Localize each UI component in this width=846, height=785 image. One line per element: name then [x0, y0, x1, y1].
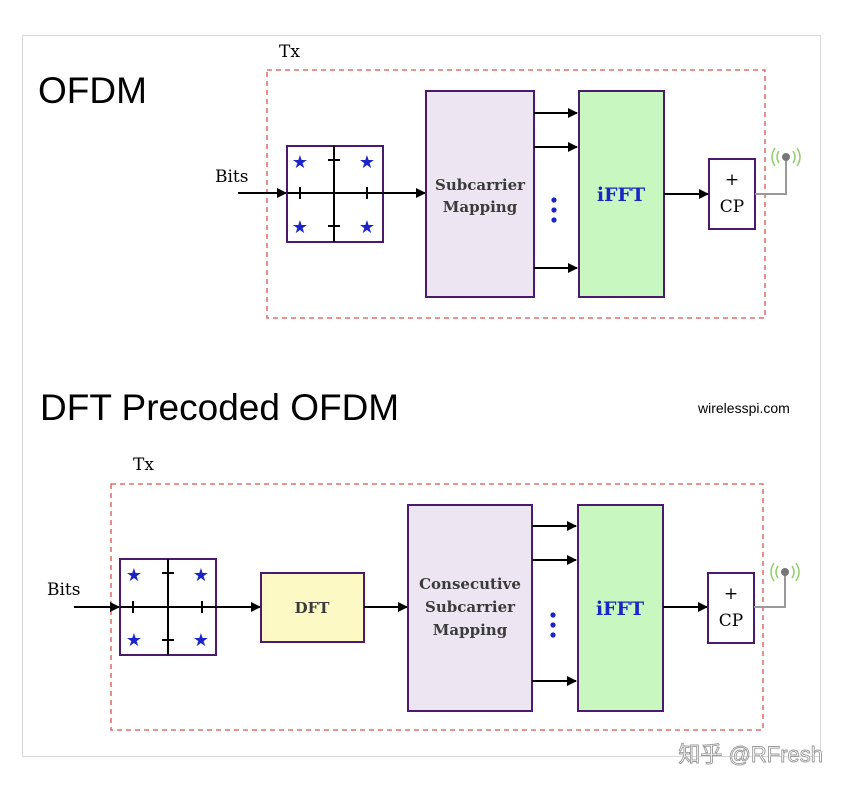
dft-ofdm-vertical-ellipsis — [550, 612, 556, 638]
watermark: 知乎 @RFresh — [678, 742, 823, 767]
dft-ofdm-mapper-label-line2: Subcarrier — [425, 598, 516, 616]
dft-ofdm-cp-plus: + — [724, 584, 738, 604]
dft-block — [260, 572, 365, 643]
source-credit: wirelesspi.com — [697, 400, 790, 416]
ofdm-cp-plus: + — [725, 170, 739, 190]
antenna-icon — [754, 562, 800, 608]
star-icon: ★ — [193, 630, 209, 650]
star-icon: ★ — [359, 217, 375, 237]
star-icon: ★ — [292, 152, 308, 172]
dft-ofdm-heading: DFT Precoded OFDM — [40, 387, 399, 428]
dft-ofdm-mapper-label-line3: Mapping — [433, 621, 508, 639]
ofdm-qpsk-constellation: ★ ★ ★ ★ — [286, 145, 384, 243]
star-icon: ★ — [126, 565, 142, 585]
dft-ofdm-ifft-block — [577, 504, 664, 712]
dft-ofdm-mapper-label-line1: Consecutive — [419, 575, 521, 593]
antenna-icon — [755, 147, 801, 195]
ofdm-mapper-label-line1: Subcarrier — [435, 176, 526, 194]
dft-ofdm-cp-block — [707, 572, 755, 644]
dft-ofdm-tx-label: Tx — [133, 455, 154, 475]
ofdm-cp-block — [708, 158, 756, 230]
dft-ofdm-subcarrier-mapping-block — [407, 504, 533, 712]
dft-ofdm-cp-text: CP — [719, 611, 743, 631]
ofdm-ifft-label: iFFT — [597, 184, 645, 206]
ofdm-tx-label: Tx — [279, 42, 300, 62]
dft-ofdm-qpsk-constellation: ★ ★ ★ ★ — [119, 558, 217, 656]
ofdm-cp-text: CP — [720, 197, 744, 217]
dft-ofdm-bits-label: Bits — [47, 580, 81, 600]
star-icon: ★ — [193, 565, 209, 585]
star-icon: ★ — [359, 152, 375, 172]
ofdm-vertical-ellipsis — [551, 197, 557, 223]
dft-ofdm-ifft-label: iFFT — [596, 598, 644, 620]
ofdm-heading: OFDM — [38, 70, 147, 111]
star-icon: ★ — [126, 630, 142, 650]
dft-label: DFT — [295, 599, 331, 617]
ofdm-ifft-block — [578, 90, 665, 298]
ofdm-mapper-label-line2: Mapping — [443, 198, 518, 216]
ofdm-bits-label: Bits — [215, 167, 249, 187]
ofdm-subcarrier-mapping-block — [425, 90, 535, 298]
star-icon: ★ — [292, 217, 308, 237]
